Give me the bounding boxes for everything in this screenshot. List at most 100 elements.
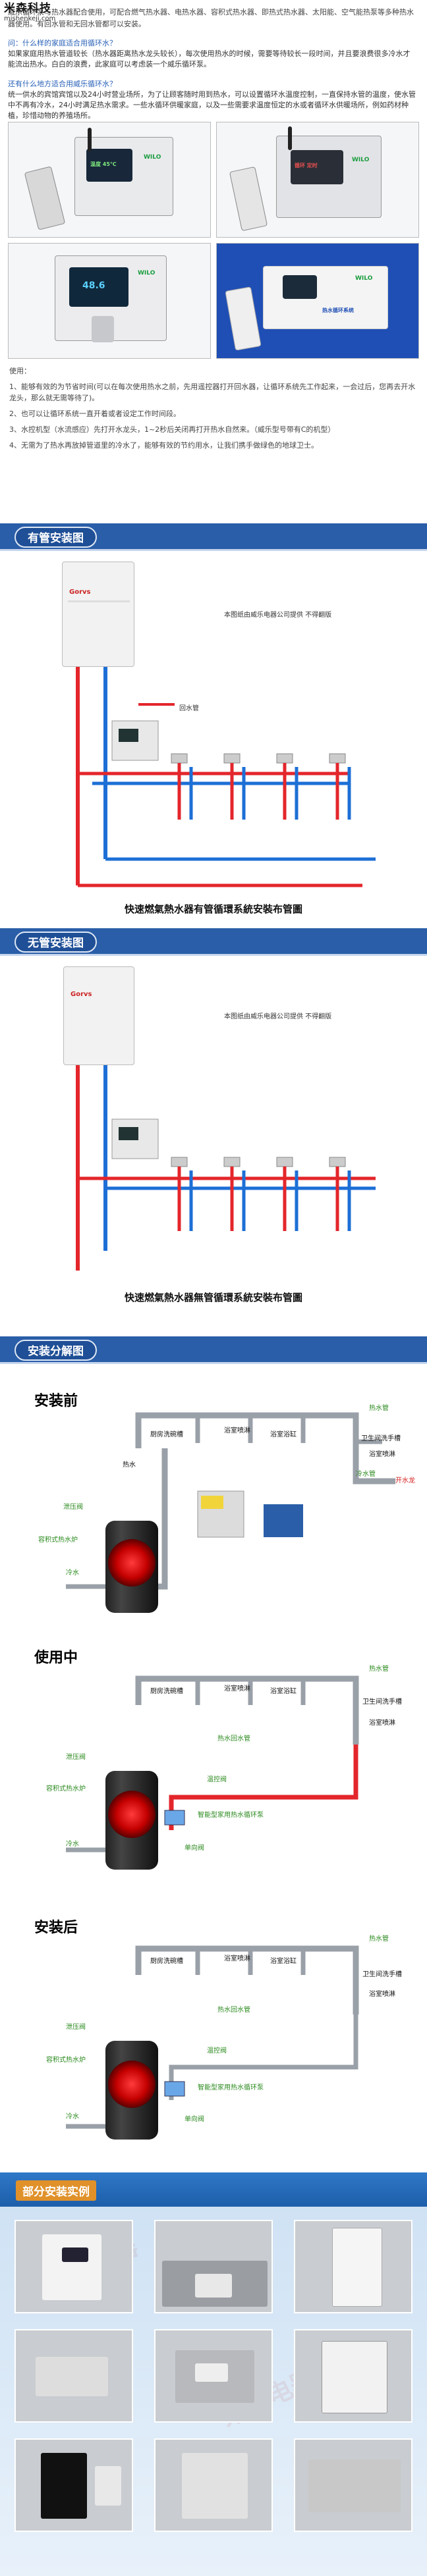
heater-brand: Gorvs <box>69 589 91 596</box>
intro-text: 威乐循环泵与热水器配合使用，可配合燃气热水器、电热水器、容积式热水器、即热式热水… <box>8 8 414 28</box>
lbl-u-sink: 卫生间洗手槽 <box>362 1698 402 1706</box>
site-logo[interactable]: 米森科技 mishenkeji.com <box>4 3 83 22</box>
photo-3-screen: 48.6 <box>82 280 105 291</box>
lbl-u-hotpipe: 热水管 <box>369 1666 389 1673</box>
lbl-a-thermo: 温控阀 <box>207 2047 227 2055</box>
faq-1-title: 问：什么样的家庭适合用循环水？ <box>8 39 117 47</box>
lbl-a-hotpipe: 热水管 <box>369 1935 389 1943</box>
pipe-network-2 <box>76 1065 376 1271</box>
gas-water-heater: Gorvs <box>62 562 134 667</box>
photo-4-brand: WILO <box>355 275 373 282</box>
faq-1: 问：什么样的家庭适合用循环水？ 如果家庭用热水管道较长（热水器距离热水龙头较长）… <box>8 38 416 70</box>
tank-before <box>105 1521 158 1613</box>
photo-2-screen: 循环 定时 <box>295 163 318 169</box>
stage-before-title: 安装前 <box>34 1393 78 1409</box>
lbl-u-thermo: 温控阀 <box>207 1776 227 1783</box>
stage-after-pipes <box>66 1945 359 2129</box>
stage-before: 安装前 厨房洗碗槽 浴室喷淋 浴室浴缸 热水管 卫生间洗手槽 浴室喷淋 冷水管 … <box>0 1369 427 1619</box>
faq-1-body: 如果家庭用热水管道较长（热水器距离热水龙头较长），每次使用热水的时候，需要等待较… <box>8 49 411 68</box>
diagram-1-note: 本图纸由威乐电器公司提供 不得翻版 <box>224 612 332 619</box>
lbl-a-valve: 泄压阀 <box>66 2024 86 2031</box>
lbl-u-shower: 浴室喷淋 <box>224 1685 250 1693</box>
section-header-real: 部分安装实例 <box>0 2172 427 2207</box>
section-header-with-pipe: 有管安装图 <box>0 523 427 551</box>
lbl-b-sink: 卫生间洗手槽 <box>361 1435 401 1442</box>
install-photo-1[interactable] <box>14 2220 133 2313</box>
lbl-a-bath: 浴室浴缸 <box>270 1958 297 1965</box>
stage-in-use-title: 使用中 <box>34 1650 78 1666</box>
install-photo-9[interactable] <box>294 2438 413 2532</box>
product-photo-2: WILO 循环 定时 <box>216 122 419 238</box>
section-header-without-pipe: 无管安装图 <box>0 928 427 956</box>
install-photo-6[interactable] <box>294 2329 413 2423</box>
photo-1-screen: 温度 45℃ <box>90 161 117 167</box>
section-title-real: 部分安装实例 <box>16 2180 96 2201</box>
diagram-2-note: 本图纸由威乐电器公司提供 不得翻版 <box>224 1013 332 1020</box>
lbl-b-valve: 泄压阀 <box>63 1504 83 1511</box>
lbl-b-tap: 开水龙 <box>395 1477 415 1485</box>
faq-2-title: 还有什么地方适合用威乐循环水？ <box>8 80 117 88</box>
lbl-b-bath: 浴室浴缸 <box>270 1431 297 1438</box>
usage-title: 使用： <box>9 367 31 375</box>
stage-after-title: 安装后 <box>34 1920 78 1936</box>
lbl-u-shower2: 浴室喷淋 <box>369 1720 395 1727</box>
lbl-a-kitchen: 厨房洗碗槽 <box>150 1958 183 1965</box>
install-photo-7[interactable] <box>14 2438 133 2532</box>
lbl-a-check: 单向阀 <box>185 2116 204 2123</box>
tank-in-use <box>105 1771 158 1870</box>
tank-after <box>105 2041 158 2140</box>
lbl-u-return: 热水回水管 <box>217 1735 250 1743</box>
lbl-a-shower2: 浴室喷淋 <box>369 1991 395 1998</box>
photo-3-brand: WILO <box>138 270 156 276</box>
install-photo-2[interactable] <box>154 2220 273 2313</box>
lbl-a-cold: 冷水 <box>66 2113 79 2120</box>
faq-2: 还有什么地方适合用威乐循环水？ 统一供水的宾馆宾馆以及24小时营业场所，为了让顾… <box>8 79 416 121</box>
lbl-b-cold: 冷水 <box>66 1569 79 1577</box>
gas-water-heater-2: Gorvs <box>63 966 134 1065</box>
section-title-without-pipe: 无管安装图 <box>14 932 97 953</box>
install-gallery: 米森电器 米森电器 <box>0 2207 427 2576</box>
lbl-u-valve: 泄压阀 <box>66 1754 86 1761</box>
photo-4-screen: 热水循环系统 <box>322 307 354 313</box>
lbl-a-pump: 智能型家用热水循环泵 <box>198 2084 264 2091</box>
section-header-exploded: 安装分解图 <box>0 1336 427 1364</box>
diagram-2-caption: 快速燃氣熱水器無管循環系統安裝布管圖 <box>124 1292 302 1303</box>
lbl-a-shower: 浴室喷淋 <box>224 1955 250 1962</box>
lbl-b-hotpipe: 热水管 <box>369 1405 389 1412</box>
product-photo-1: WILO 温度 45℃ <box>8 122 211 238</box>
section-title-with-pipe: 有管安装图 <box>14 527 97 548</box>
diagram-without-pipe: Gorvs 本图纸由威乐电器公司提供 不得翻版 快速燃氣熱水器無管循環系統安裝布… <box>7 961 420 1317</box>
diagram-with-pipe: Gorvs 本图纸由威乐电器公司提供 不得翻版 回水管 快速燃氣熱水器有管循環系… <box>7 556 420 925</box>
install-photo-4[interactable] <box>14 2329 133 2423</box>
product-photos: WILO 温度 45℃ WILO 循环 定时 WILO 48.6 WILO 热水… <box>8 122 419 359</box>
lbl-a-return: 热水回水管 <box>217 2007 250 2014</box>
usage-item-1: 1、能够有效的为节省时间(可以在每次使用热水之前，先用遥控器打开回水器，让循环系… <box>9 382 416 402</box>
product-photo-3: WILO 48.6 <box>8 243 211 359</box>
usage-item-4: 4、无需为了热水再放掉管道里的冷水了，能够有效的节约用水，让我们携手做绿色的地球… <box>9 441 318 450</box>
lbl-b-coldpipe: 冷水管 <box>356 1471 376 1478</box>
install-photo-8[interactable] <box>154 2438 273 2532</box>
lbl-a-tank: 容积式热水炉 <box>46 2057 86 2064</box>
install-photo-3[interactable] <box>294 2220 413 2313</box>
pipe-network-1 <box>76 667 376 887</box>
photo-2-brand: WILO <box>352 157 370 163</box>
product-photo-4: WILO 热水循环系统 <box>216 243 419 359</box>
stage-after: 安装后 厨房洗碗槽 浴室喷淋 浴室浴缸 热水管 卫生间洗手槽 浴室喷淋 热水回水… <box>0 1896 427 2159</box>
usage-section: 使用： 1、能够有效的为节省时间(可以在每次使用热水之前，先用遥控器打开回水器，… <box>9 365 418 456</box>
return-pipe-label: 回水管 <box>179 705 199 712</box>
install-photo-5[interactable] <box>154 2329 273 2423</box>
stage-before-pipes <box>66 1412 395 1590</box>
lbl-b-shower2: 浴室喷淋 <box>369 1451 395 1458</box>
diagram-1-caption: 快速燃氣熱水器有管循環系統安裝布管圖 <box>124 903 302 915</box>
logo-name: 米森科技 <box>4 2 51 15</box>
lbl-u-check: 单向阀 <box>185 1845 204 1852</box>
usage-item-3: 3、水控机型（水流感应）先打开水龙头，1~2秒后关闭再打开热水自然来。（威乐型号… <box>9 425 335 434</box>
photo-1-brand: WILO <box>144 154 161 161</box>
lbl-a-sink: 卫生间洗手槽 <box>362 1971 402 1978</box>
stage-in-use: 使用中 厨房洗碗槽 浴室喷淋 浴室浴缸 热水管 卫生间洗手槽 浴室喷淋 热水回水… <box>0 1633 427 1883</box>
heater-brand-2: Gorvs <box>71 991 92 998</box>
lbl-b-shower: 浴室喷淋 <box>224 1427 250 1434</box>
lbl-b-tank: 容积式热水炉 <box>38 1537 78 1544</box>
lbl-u-tank: 容积式热水炉 <box>46 1785 86 1793</box>
lbl-u-pump: 智能型家用热水循环泵 <box>198 1812 264 1819</box>
